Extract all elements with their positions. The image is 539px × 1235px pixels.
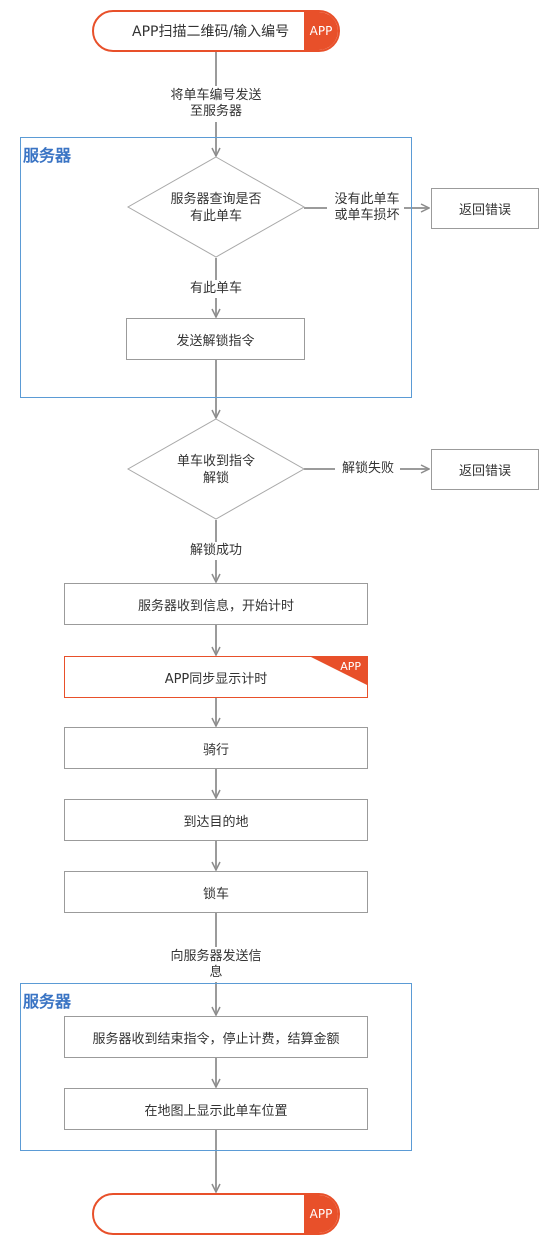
end-billing-box: 服务器收到结束指令，停止计费，结算金额 [64,1016,368,1058]
lock-bike-box: 锁车 [64,871,368,913]
server-region-2-title: 服务器 [23,992,72,1011]
decision-received-text: 单车收到指令解锁 [176,454,255,486]
send-unlock-command-box: 发送解锁指令 [126,318,305,360]
app-sync-timing-text: APP同步显示计时 [164,671,268,687]
decision-query-shape [126,156,306,258]
start-app-scan-text: APP扫描二维码/输入编号 [132,24,290,40]
label-send-number: 将单车编号发送至服务器 [170,88,262,119]
end-app-pill: APP [92,1193,340,1235]
decision-query-text: 服务器查询是否有此单车 [170,192,262,224]
app-sync-timing-box: APP同步显示计时 APP [64,656,368,698]
arrive-destination-box: 到达目的地 [64,799,368,841]
decision-received-shape [126,418,306,520]
ride-box: 骑行 [64,727,368,769]
label-unlock-success: 解锁成功 [176,543,256,559]
app-corner-tag: APP [340,660,361,673]
show-location-box: 在地图上显示此单车位置 [64,1088,368,1130]
return-error-box-2: 返回错误 [431,449,539,490]
server-region-1: 服务器 [20,137,412,398]
app-corner-flag [311,657,367,685]
label-no-bike: 没有此单车或单车损坏 [334,192,400,223]
label-unlock-fail: 解锁失败 [341,461,394,476]
start-timing-box: 服务器收到信息，开始计时 [64,583,368,625]
label-send-info: 向服务器发送信息 [170,949,262,980]
server-region-1-title: 服务器 [23,146,72,165]
connector-lines [126,52,539,1200]
start-app-tag: APP [304,12,338,50]
server-region-2: 服务器 [20,983,412,1151]
return-error-box-1: 返回错误 [431,188,539,229]
start-app-scan: APP扫描二维码/输入编号 APP [92,10,340,52]
label-has-bike: 有此单车 [176,281,256,297]
end-app-tag: APP [304,1195,338,1233]
